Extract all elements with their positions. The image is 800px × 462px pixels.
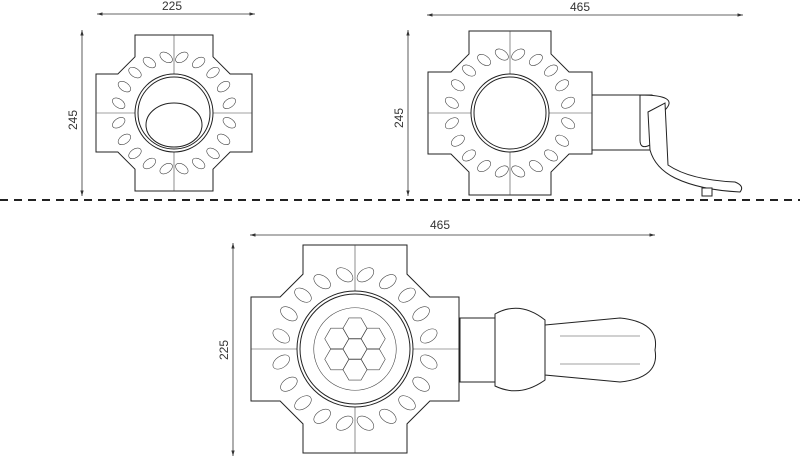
perforation-hole	[112, 117, 126, 129]
perforation-hole	[280, 376, 298, 392]
perforation-hole	[112, 97, 126, 109]
perforation-hole	[206, 66, 220, 79]
side-view-module	[427, 30, 593, 196]
perforation-hole	[117, 133, 131, 146]
perforation-hole	[335, 267, 354, 283]
perforation-hole	[444, 96, 459, 109]
perforation-hole	[412, 306, 430, 322]
perforation-hole	[494, 165, 509, 178]
perforation-hole	[555, 134, 570, 147]
perforation-hole	[511, 165, 526, 178]
perforation-hole	[272, 328, 290, 344]
perforation-hole	[128, 147, 142, 160]
top-view-module	[250, 244, 460, 454]
perforation-hole	[335, 415, 354, 431]
perforation-hole	[294, 287, 312, 303]
perforation-hole	[529, 54, 543, 66]
perforation-hole	[192, 56, 206, 69]
perforation-hole	[511, 48, 526, 61]
perforation-hole	[192, 157, 206, 170]
perforation-hole	[420, 328, 438, 344]
perforation-hole	[159, 51, 173, 64]
perforation-hole	[128, 66, 142, 79]
top-view-slide	[459, 307, 657, 392]
perforation-hole	[142, 157, 156, 170]
perforation-hole	[280, 306, 298, 322]
side-view-height-dimension: 245	[392, 30, 410, 196]
perforation-hole	[561, 117, 576, 130]
top-depth-label: 225	[217, 340, 231, 360]
perforation-hole	[175, 51, 189, 64]
perforation-hole	[159, 162, 173, 175]
perforation-hole	[412, 376, 430, 392]
perforation-hole	[222, 97, 236, 109]
perforation-hole	[494, 48, 509, 61]
perforation-hole	[356, 267, 375, 283]
perforation-hole	[462, 64, 476, 77]
perforation-hole	[294, 395, 312, 411]
perforation-hole	[462, 149, 476, 162]
perforation-hole	[222, 117, 236, 129]
perforation-hole	[529, 160, 543, 172]
top-view-depth-dimension: 225	[217, 243, 235, 456]
side-height-label: 245	[392, 108, 406, 128]
perforation-hole	[379, 274, 397, 290]
front-view-height-dimension: 245	[66, 30, 84, 196]
perforation-hole	[379, 408, 397, 424]
perforation-hole	[217, 80, 231, 93]
perforation-hole	[175, 162, 189, 175]
perforation-hole	[272, 354, 290, 370]
side-view-slide	[591, 94, 743, 197]
perforation-hole	[544, 64, 558, 77]
perforation-hole	[356, 415, 375, 431]
perforation-hole	[398, 395, 416, 411]
perforation-hole	[544, 149, 558, 162]
perforation-hole	[142, 56, 156, 69]
top-view-width-dimension: 465	[250, 218, 655, 237]
perforation-hole	[561, 96, 576, 109]
perforation-hole	[420, 354, 438, 370]
perforation-hole	[313, 274, 331, 290]
perforation-hole	[477, 160, 491, 172]
front-width-label: 225	[162, 0, 182, 13]
perforation-hole	[477, 54, 491, 66]
perforation-hole	[398, 287, 416, 303]
front-height-label: 245	[66, 110, 80, 130]
perforation-hole	[313, 408, 331, 424]
side-width-label: 465	[570, 0, 590, 14]
perforation-hole	[555, 79, 570, 92]
side-view-width-dimension: 465	[427, 0, 743, 17]
perforation-hole	[217, 133, 231, 146]
perforation-hole	[444, 117, 459, 130]
top-width-label: 465	[430, 218, 450, 232]
perforation-hole	[450, 79, 465, 92]
perforation-hole	[117, 80, 131, 93]
front-view-width-dimension: 225	[97, 0, 255, 16]
slide-opening	[145, 102, 203, 148]
perforation-hole	[450, 134, 465, 147]
perforation-hole	[206, 147, 220, 160]
